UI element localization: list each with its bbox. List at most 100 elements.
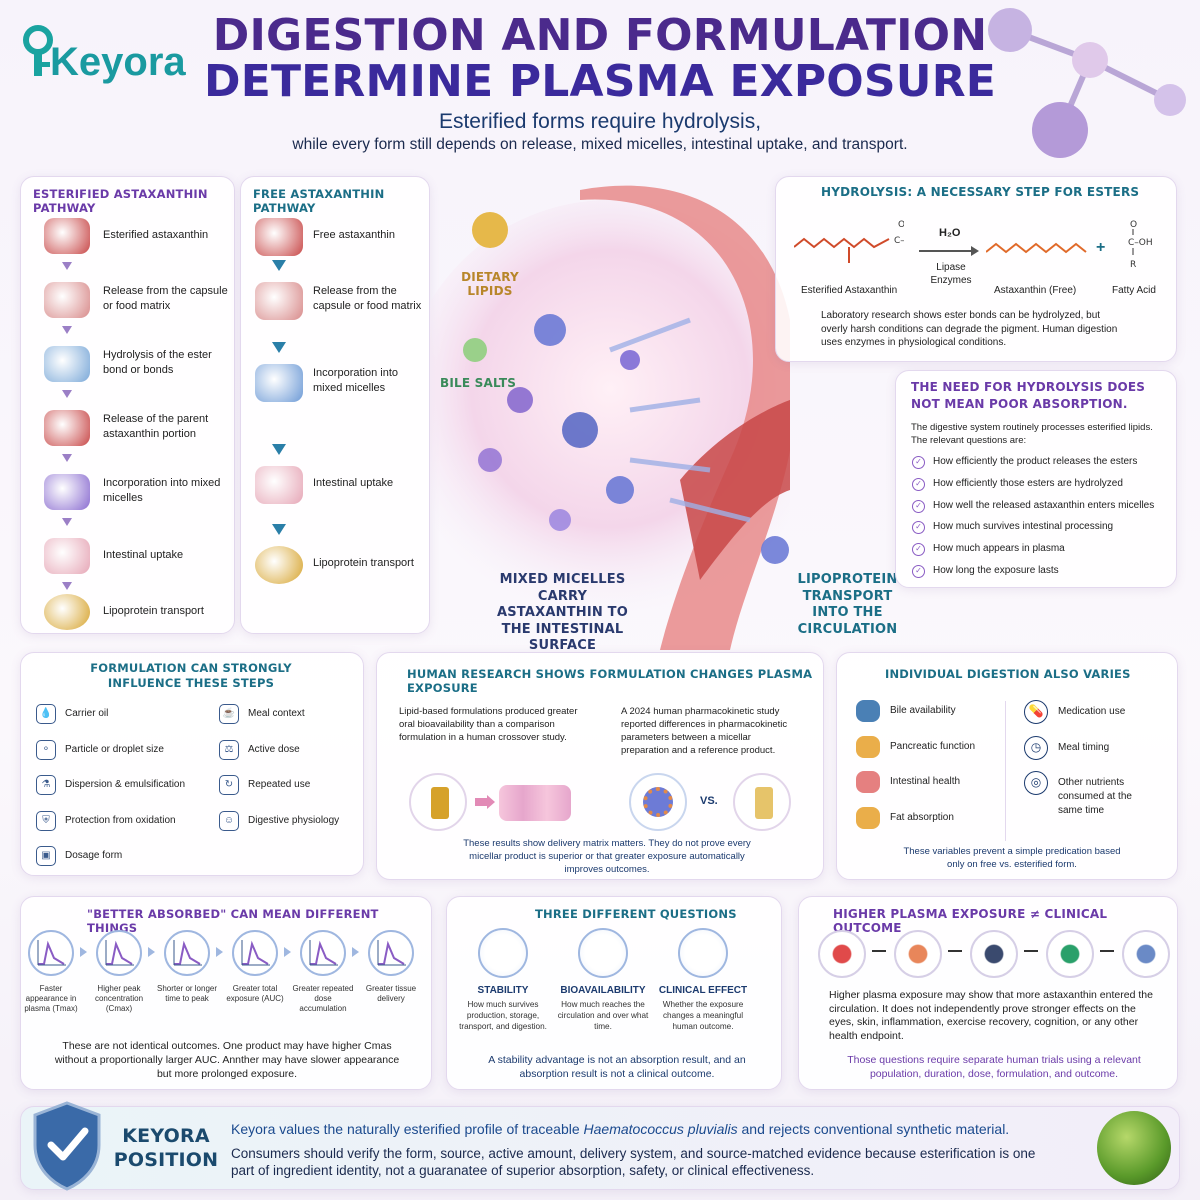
reference-bottle-icon (733, 773, 791, 831)
svg-text:R: R (1130, 260, 1136, 270)
formulation-icon: ☺ (219, 810, 239, 831)
question-label: STABILITY (477, 985, 529, 996)
bile-salts-label: BILE SALTS (440, 376, 517, 390)
pk-metric-label: Greater repeated dose accumulation (292, 984, 354, 1013)
svg-text:C–OH: C–OH (1128, 238, 1153, 248)
intestinal-cells-icon (499, 785, 571, 821)
arrow-to-cells-icon (475, 795, 495, 809)
formulation-factor: Particle or droplet size (65, 743, 164, 755)
formulation-icon: ⚬ (36, 739, 56, 760)
need-intro: The digestive system routinely processes… (911, 422, 1153, 446)
question-icon (578, 928, 628, 978)
higher-title: HIGHER PLASMA EXPOSURE ≠ CLINICAL OUTCOM… (833, 907, 1108, 935)
check-icon: ✓ (912, 456, 925, 469)
pk-curve-icon (368, 930, 414, 976)
need-question: How efficiently those esters are hydroly… (933, 477, 1123, 489)
eye-icon (970, 930, 1018, 978)
free-pathway-title: FREE ASTAXANTHIN PATHWAY (253, 187, 385, 215)
free-label: Astaxanthin (Free) (994, 285, 1077, 296)
subtitle-line1: Esterified forms require hydrolysis, (438, 110, 762, 133)
step-arrow-icon (62, 454, 72, 462)
three-footer: A stability advantage is not an absorpti… (488, 1054, 746, 1080)
check-icon: ✓ (912, 543, 925, 557)
brand-logo: Keyora (20, 22, 190, 84)
step-arrow-icon (272, 260, 286, 271)
plus-sign: + (1096, 239, 1106, 256)
page-title-line1: DIGESTION AND FORMULATION (212, 10, 988, 61)
lipoprotein-caption: LIPOPROTEIN TRANSPORT INTO THE CIRCULATI… (797, 572, 898, 637)
formulation-icon: ☕ (219, 704, 239, 724)
pk-metric-label: Greater total exposure (AUC) (226, 984, 284, 1003)
step-arrow-icon (62, 326, 72, 334)
need-question: How long the exposure lasts (933, 565, 1059, 576)
individual-factor: Bile availability (890, 705, 956, 716)
formulation-card: FORMULATION CAN STRONGLY INFLUENCE THESE… (20, 652, 364, 876)
free-step-icon (255, 218, 303, 256)
hydrolysis-title: HYDROLYSIS: A NECESSARY STEP FOR ESTERS (821, 185, 1140, 199)
esterified-step-label: Intestinal uptake (103, 549, 184, 561)
intestine-illustration (430, 185, 790, 650)
individual-icon (856, 700, 880, 722)
human-title: HUMAN RESEARCH SHOWS FORMULATION CHANGES… (407, 667, 813, 695)
position-card: KEYORA POSITION Keyora values the natura… (20, 1101, 1180, 1191)
free-molecule-icon (986, 242, 1087, 254)
higher-footer: Those questions require separate human t… (847, 1054, 1141, 1080)
individual-factor: Meal timing (1058, 741, 1110, 753)
step-arrow-icon (62, 262, 72, 270)
formulation-factor: Dosage form (65, 850, 123, 861)
dietary-lipids-label: DIETARY LIPIDS (461, 270, 519, 298)
esterified-step-icon (44, 538, 90, 574)
question-label: BIOAVAILABILITY (560, 985, 646, 996)
cell-icon (894, 930, 942, 978)
individual-factor: Pancreatic function (890, 740, 976, 752)
free-step-label: Lipoprotein transport (313, 557, 414, 569)
esterified-step-label: Lipoprotein transport (103, 605, 204, 617)
esterified-step-label: Hydrolysis of the ester bond or bonds (103, 349, 212, 376)
human-footer: These results show delivery matrix matte… (463, 838, 751, 875)
check-icon: ✓ (912, 499, 925, 513)
shield-check-icon (33, 1101, 101, 1191)
free-step-label: Free astaxanthin (313, 229, 395, 241)
question-desc: Whether the exposure changes a meaningfu… (662, 1000, 744, 1031)
oil-bottle-icon (409, 773, 467, 831)
subtitle-line2: while every form still depends on releas… (292, 136, 908, 153)
free-step-icon (255, 282, 303, 320)
algae-cell-icon (1097, 1111, 1171, 1185)
esterified-step-label: Incorporation into mixed micelles (103, 477, 221, 504)
need-question: How much survives intestinal processing (933, 521, 1114, 533)
position-line1: Keyora values the naturally esterified p… (231, 1121, 1111, 1137)
free-step-icon (255, 364, 303, 402)
svg-text:O: O (1130, 220, 1137, 230)
individual-divider (1005, 701, 1006, 841)
individual-factor: Other nutrients consumed at the same tim… (1058, 777, 1132, 816)
individual-icon (856, 806, 880, 829)
acid-label: Fatty Acid (1112, 285, 1156, 296)
human-left-text: Lipid-based formulations produced greate… (399, 706, 578, 743)
esterified-step-label: Release of the parent astaxanthin portio… (103, 413, 209, 440)
arrow-right-icon (948, 950, 962, 952)
esterified-step-icon (44, 218, 90, 254)
individual-icon: 💊 (1024, 700, 1048, 724)
formulation-icon: ▣ (36, 846, 56, 866)
pk-curve-icon (96, 930, 142, 976)
formulation-factor: Protection from oxidation (65, 814, 176, 826)
step-arrow-icon (62, 390, 72, 398)
formulation-factor: Repeated use (248, 779, 311, 790)
formulation-factor: Dispersion & emulsification (65, 779, 186, 790)
pk-metric-label: Shorter or longer time to peak (156, 984, 218, 1003)
position-line2: Consumers should verify the form, source… (231, 1146, 1036, 1178)
free-step-label: Intestinal uptake (313, 477, 394, 489)
vs-label: VS. (700, 795, 718, 807)
individual-card: INDIVIDUAL DIGESTION ALSO VARIES These v… (836, 652, 1178, 880)
human-research-card: HUMAN RESEARCH SHOWS FORMULATION CHANGES… (376, 652, 824, 880)
chevron-right-icon (352, 947, 359, 957)
human-right-text: A 2024 human pharmacokinetic study repor… (621, 706, 788, 756)
free-step-label: Incorporation into mixed micelles (313, 367, 398, 394)
formulation-factor: Active dose (248, 743, 300, 755)
step-arrow-icon (272, 524, 286, 535)
runner-icon (1046, 930, 1094, 978)
question-label: CLINICAL EFFECT (658, 985, 748, 996)
micelle-icon (629, 773, 687, 831)
pk-curve-icon (164, 930, 210, 976)
pk-metric-label: Greater tissue delivery (365, 984, 417, 1003)
